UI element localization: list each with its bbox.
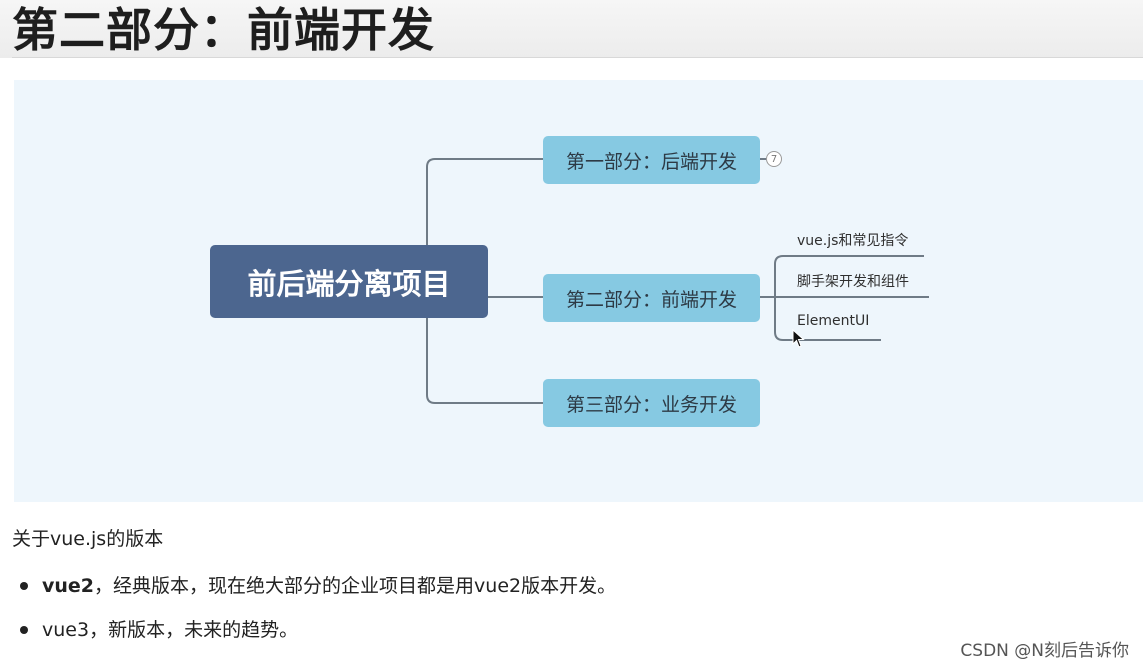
mindmap-branch-business[interactable]: 第三部分：业务开发 <box>543 379 760 427</box>
page-title: 第二部分：前端开发 <box>12 3 435 57</box>
mindmap-branch-frontend[interactable]: 第二部分：前端开发 <box>543 274 760 322</box>
connector-subtopic-1 <box>774 255 924 297</box>
list-item-vue2: vue2，经典版本，现在绝大部分的企业项目都是用vue2版本开发。 <box>20 570 616 614</box>
mouse-cursor-icon <box>792 329 805 348</box>
list-item-vue3: vue3，新版本，未来的趋势。 <box>20 614 616 658</box>
page-header <box>0 0 1143 58</box>
version-list: vue2，经典版本，现在绝大部分的企业项目都是用vue2版本开发。 vue3，新… <box>20 570 616 658</box>
vue2-term: vue2 <box>42 575 95 597</box>
connector-subtopic-3 <box>774 297 881 341</box>
collapsed-count-badge[interactable]: 7 <box>766 151 782 167</box>
title-divider <box>12 57 1143 58</box>
connector-root-to-branch-1 <box>426 158 543 245</box>
csdn-watermark: CSDN @N刻后告诉你 <box>960 641 1129 661</box>
vue2-description: ，经典版本，现在绝大部分的企业项目都是用vue2版本开发。 <box>94 575 617 597</box>
version-intro-text: 关于vue.js的版本 <box>12 528 164 550</box>
bullet-icon <box>20 626 28 634</box>
mindmap-subtopic-elementui[interactable]: ElementUI <box>797 313 870 329</box>
mindmap-branch-backend[interactable]: 第一部分：后端开发 <box>543 136 760 184</box>
mindmap-subtopic-scaffold-components[interactable]: 脚手架开发和组件 <box>797 274 909 290</box>
mindmap-root-node[interactable]: 前后端分离项目 <box>210 245 488 318</box>
bullet-icon <box>20 582 28 590</box>
vue3-description: vue3，新版本，未来的趋势。 <box>42 619 299 641</box>
connector-root-to-branch-3 <box>426 318 543 404</box>
mindmap-subtopic-vue-directives[interactable]: vue.js和常见指令 <box>797 233 909 249</box>
